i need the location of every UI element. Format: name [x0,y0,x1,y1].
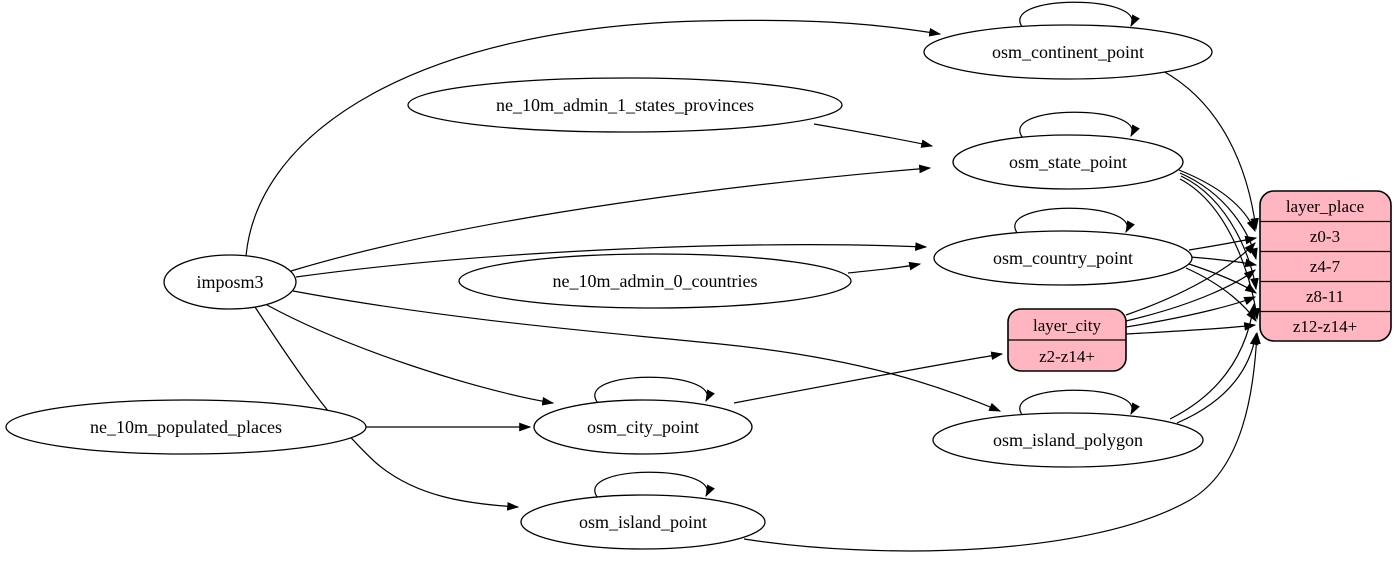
edge-osm_island_polygon-to-layer_place-z12-z14 [1176,332,1259,424]
node-osm_island_polygon: osm_island_polygon [932,412,1204,468]
edge-imposm3-to-osm_island_point [254,306,520,511]
node-ne_10m_admin_1_states_provinces-label: ne_10m_admin_1_states_provinces [496,95,754,115]
node-imposm3-shape [163,254,297,310]
layer_city-row-z2-z14: z2-z14+ [1039,347,1095,366]
node-osm_country_point-shape [933,230,1193,286]
edge-self-loop-osm_continent_point [1019,1,1140,29]
edge-imposm3-to-osm_island_polygon [292,290,1002,412]
node-ne_10m_admin_1_states_provinces-shape [407,77,843,133]
layer_place-title: layer_place [1286,197,1364,216]
node-imposm3: imposm3 [163,254,297,310]
node-ne_10m_admin_0_countries: ne_10m_admin_0_countries [458,253,852,309]
node-osm_island_point-label: osm_island_point [579,512,707,532]
edge-self-loop-osm_island_polygon [1019,389,1140,417]
edge-osm_country_point-to-layer_place-z8-11 [1188,263,1257,294]
edge-self-loop-osm_city_point [594,376,715,404]
edge-osm_country_point-to-layer_place-z12-z14 [1185,267,1257,322]
edge-osm_state_point-to-layer_place-z0-3 [1178,169,1256,233]
node-layer_city: layer_city z2-z14+ [1007,308,1127,372]
layer_place-row-z12-z14: z12-z14+ [1293,317,1357,336]
node-osm_continent_point: osm_continent_point [923,24,1213,80]
node-ne_10m_populated_places-label: ne_10m_populated_places [90,417,282,437]
layer_city-title: layer_city [1033,316,1101,335]
node-osm_state_point-shape [952,134,1184,190]
edge-imposm3-to-osm_country_point [295,242,928,278]
node-layer_place: layer_place z0-3 z4-7 z8-11 z12-z14+ [1259,190,1392,342]
node-osm_state_point-label: osm_state_point [1009,152,1127,172]
node-imposm3-label: imposm3 [196,272,263,292]
edge-layer_city-to-layer_place-z12-z14 [1125,322,1257,335]
node-ne_10m_admin_1_states_provinces: ne_10m_admin_1_states_provinces [407,77,843,133]
node-osm_island_point-shape [520,494,766,550]
layer_place-row-z4-7: z4-7 [1310,257,1341,276]
edge-ne_10m_admin_0_countries-to-osm_country_point [847,261,922,274]
edge-imposm3-to-osm_state_point [290,164,932,272]
node-osm_country_point: osm_country_point [933,230,1193,286]
node-osm_country_point-label: osm_country_point [993,248,1133,268]
layer_place-row-z8-11: z8-11 [1306,287,1344,306]
node-osm_continent_point-shape [923,24,1213,80]
edge-self-loop-osm_island_point [594,471,715,499]
edge-layer_city-to-layer_place-z0-3 [1125,242,1256,316]
node-ne_10m_admin_0_countries-label: ne_10m_admin_0_countries [553,271,758,291]
node-osm_island_point: osm_island_point [520,494,766,550]
edge-imposm3-to-osm_continent_point [245,19,942,257]
node-osm_state_point: osm_state_point [952,134,1184,190]
node-osm_continent_point-label: osm_continent_point [992,42,1144,62]
edge-imposm3-to-osm_city_point [266,304,555,406]
node-osm_island_polygon-shape [932,412,1204,468]
node-ne_10m_admin_0_countries-shape [458,253,852,309]
edge-layer_city-to-layer_place-z8-11 [1125,296,1257,328]
edge-osm_country_point-to-layer_place-z0-3 [1188,235,1258,251]
edge-osm_continent_point-to-layer_place-z0-3 [1162,70,1259,231]
node-layer_place-shape [1259,190,1392,342]
edge-self-loop-osm_state_point [1019,111,1140,139]
node-osm_city_point-shape [533,399,753,455]
edge-osm_island_polygon-to-layer_place-z8-11 [1169,302,1257,420]
edge-layer_city-to-layer_place-z4-7 [1125,269,1256,322]
node-ne_10m_populated_places-shape [5,399,367,455]
edges-group [245,1,1261,552]
node-ne_10m_populated_places: ne_10m_populated_places [5,399,367,455]
layer_place-row-z0-3: z0-3 [1310,227,1340,246]
node-osm_island_polygon-label: osm_island_polygon [993,430,1143,450]
edge-osm_city_point-to-layer_city [733,351,1004,404]
node-osm_city_point-label: osm_city_point [587,417,699,437]
node-osm_city_point: osm_city_point [533,399,753,455]
edge-self-loop-osm_country_point [1014,207,1135,235]
edge-osm_island_point-to-layer_place-z12-z14 [743,331,1261,552]
edge-ne_10m_admin_1_states_provinces-to-osm_state_point [813,123,934,148]
edge-osm_country_point-to-layer_place-z4-7 [1189,256,1258,268]
